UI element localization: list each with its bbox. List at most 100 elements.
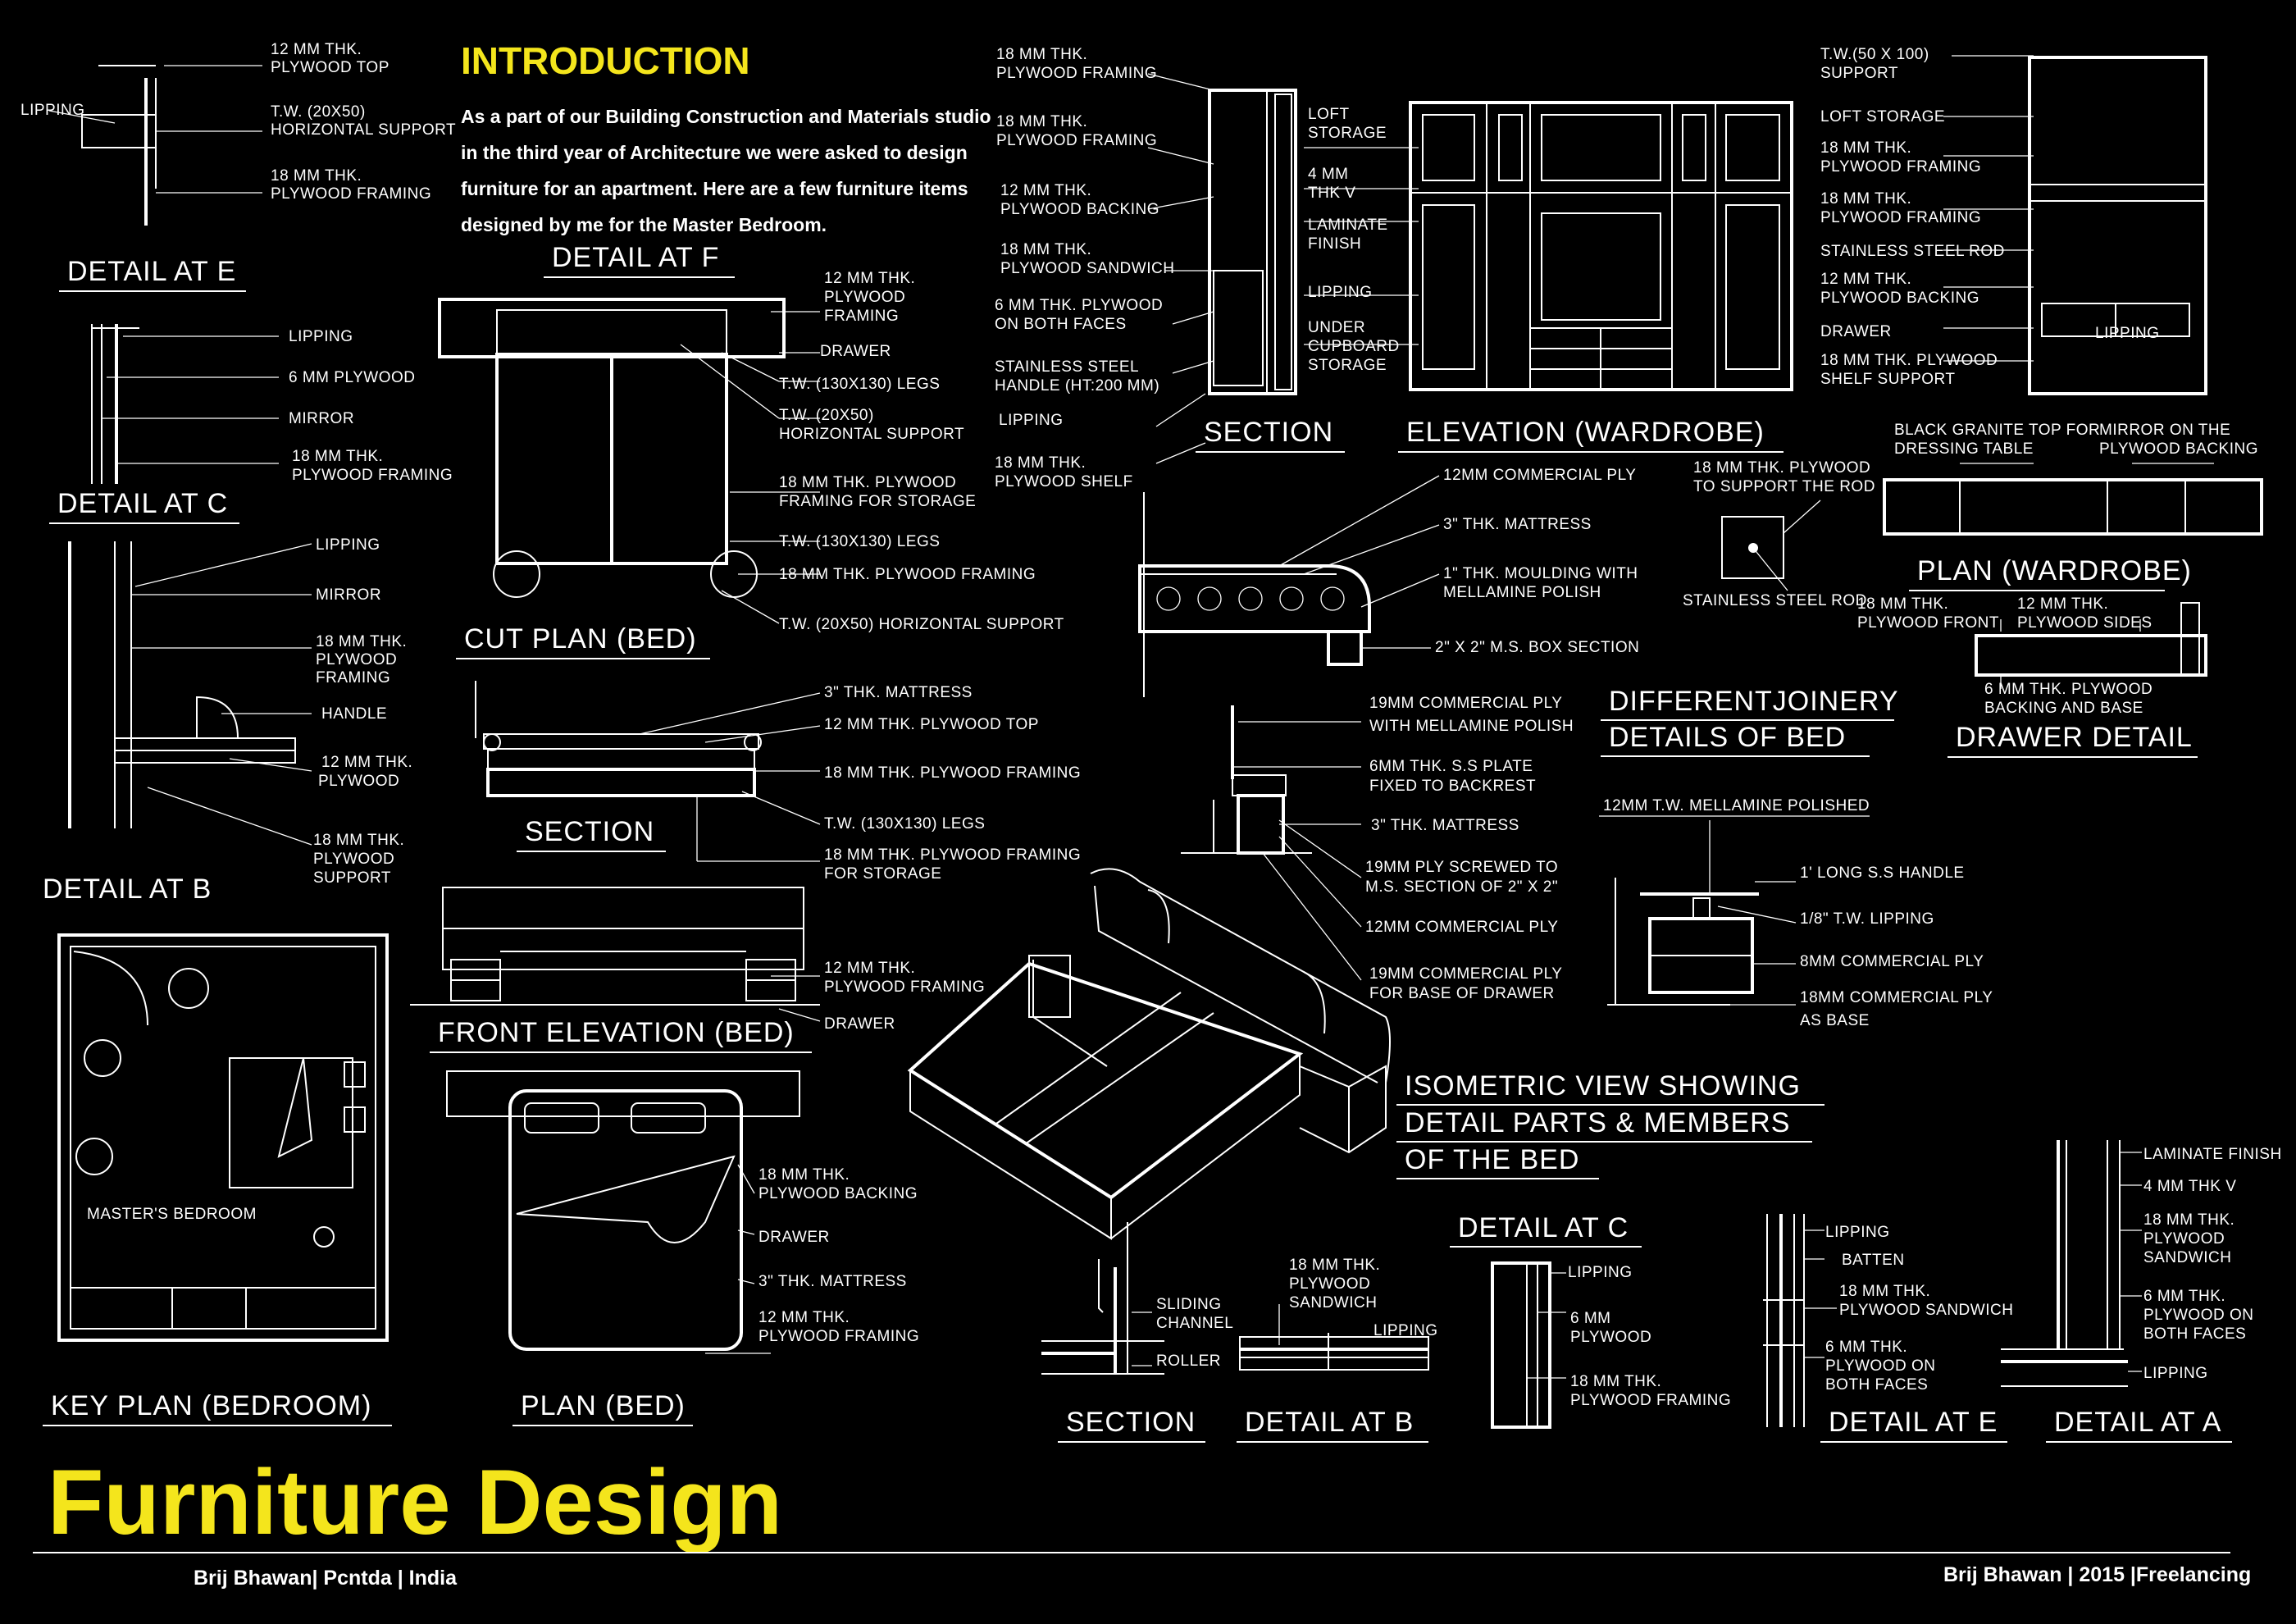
credit: Brij Bhawan | 2015 |Freelancing [1943, 1563, 2251, 1586]
label: STAINLESS STEEL ROD [1820, 243, 2005, 260]
wardrobe-plan: BLACK GRANITE TOP FOR DRESSING TABLE MIR… [1683, 422, 2263, 609]
label: LIPPING [1374, 1322, 1437, 1339]
drawing-title: FRONT ELEVATION (BED) [438, 1017, 795, 1048]
label: LOFT [1308, 106, 1350, 123]
label: SUPPORT [313, 869, 391, 887]
label: STORAGE [1308, 357, 1387, 374]
label: FOR BASE OF DRAWER [1369, 985, 1555, 1002]
label: BOTH FACES [1825, 1376, 1928, 1394]
label: LIPPING [1825, 1224, 1889, 1241]
label: 18 MM THK. [1000, 241, 1091, 258]
label: FRAMING [824, 308, 899, 325]
label: LIPPING [2143, 1365, 2207, 1382]
byline: Brij Bhawan| Pcntda | India [194, 1567, 458, 1590]
label: SHELF SUPPORT [1820, 371, 1956, 388]
intro-title: INTRODUCTION [461, 39, 750, 82]
label: 12 MM THK. [271, 41, 362, 58]
drawing-title: ELEVATION (WARDROBE) [1406, 417, 1765, 448]
label: 3" THK. MATTRESS [1443, 516, 1592, 533]
label: PLYWOOD FRAMING [996, 65, 1157, 82]
drawing-title: PLAN (BED) [521, 1390, 686, 1421]
label: 6 MM [1570, 1310, 1611, 1327]
label: WITH MELLAMINE POLISH [1369, 718, 1574, 735]
label: 3" THK. MATTRESS [758, 1273, 907, 1290]
drawing-title: DETAIL AT F [552, 242, 719, 273]
label: 4 MM [1308, 166, 1349, 183]
label: STORAGE [1308, 125, 1387, 142]
headline: Furniture Design [48, 1451, 782, 1553]
isometric-bed: ISOMETRIC VIEW SHOWING DETAIL PARTS & ME… [907, 868, 1824, 1313]
label: 1/8" T.W. LIPPING [1800, 910, 1934, 928]
label: 18 MM THK. [1820, 190, 1911, 208]
label: PLYWOOD [824, 289, 905, 306]
label: ROLLER [1156, 1353, 1221, 1370]
label: 12 MM THK. [2017, 595, 2108, 613]
label: PLYWOOD BACKING [1000, 201, 1159, 218]
wardrobe-section: 18 MM THK. PLYWOOD FRAMING 18 MM THK. PL… [995, 46, 1419, 490]
label: 18 MM THK. PLYWOOD FRAMING [779, 566, 1036, 583]
intro-line-3: furniture for an apartment. Here are a f… [461, 178, 968, 199]
label: HANDLE [321, 705, 387, 723]
label: 18 MM THK. [1820, 139, 1911, 157]
label: 12 MM THK. [1820, 271, 1911, 288]
label: PLYWOOD FRONT [1857, 614, 1999, 632]
label: UNDER [1308, 319, 1365, 336]
label: PLYWOOD FRAMING [824, 979, 985, 996]
drawer-detail: 18 MM THK. PLYWOOD FRONT 12 MM THK. PLYW… [1857, 595, 2207, 758]
drawing-title: DETAIL AT C [1458, 1212, 1629, 1243]
label: 6 MM THK. PLYWOOD [995, 297, 1163, 314]
label: 12 MM THK. PLYWOOD TOP [824, 716, 1039, 733]
label: SANDWICH [2143, 1249, 2231, 1266]
drawing-subtitle: DETAILS OF BED [1609, 722, 1846, 753]
label: BACKING AND BASE [1984, 700, 2143, 717]
label: 6 MM THK. [1825, 1339, 1907, 1356]
label: 12 MM THK. [321, 754, 412, 771]
label: 1' LONG S.S HANDLE [1800, 864, 1965, 882]
label: 3" THK. MATTRESS [1371, 817, 1519, 834]
label: 6 MM THK. [2143, 1288, 2225, 1305]
label: STAINLESS STEEL [995, 358, 1139, 376]
label: HANDLE (HT:200 MM) [995, 377, 1159, 395]
label: LIPPING [999, 412, 1063, 429]
label: PLYWOOD BACKING [758, 1185, 918, 1202]
label: 19MM PLY SCREWED TO [1365, 859, 1558, 876]
drawing-title: DETAIL AT B [43, 874, 212, 905]
label: T.W. (20X50) HORIZONTAL SUPPORT [779, 616, 1064, 633]
label: T.W. (130X130) LEGS [779, 533, 940, 550]
label: HORIZONTAL SUPPORT [779, 426, 964, 443]
label: LAMINATE FINISH [2143, 1146, 2282, 1163]
label: 8MM COMMERCIAL PLY [1800, 953, 1984, 970]
label: 18 MM THK. [995, 454, 1086, 472]
label: DRAWER [1820, 323, 1892, 340]
label: 18 MM THK. PLYWOOD [1693, 459, 1870, 477]
label: CHANNEL [1156, 1315, 1233, 1332]
label: PLYWOOD FRAMING [1820, 158, 1981, 176]
label: PLYWOOD BACKING [1820, 290, 1979, 307]
label: 18 MM THK. [996, 113, 1087, 130]
label: FIXED TO BACKREST [1369, 778, 1536, 795]
label: 18 MM THK. [316, 633, 407, 650]
label: MIRROR [289, 410, 354, 427]
wardrobe-elevation: ELEVATION (WARDROBE) [1398, 101, 1793, 453]
label: PLYWOOD SHELF [995, 473, 1133, 490]
label: T.W.(50 X 100) [1820, 46, 1929, 63]
label: 2" X 2" M.S. BOX SECTION [1435, 639, 1639, 656]
drawing-title-line: OF THE BED [1405, 1144, 1579, 1175]
drawing-title: KEY PLAN (BEDROOM) [51, 1390, 371, 1421]
label: DRAWER [824, 1015, 895, 1033]
drawing-title-line: ISOMETRIC VIEW SHOWING [1405, 1070, 1801, 1102]
label: 18 MM THK. [1857, 595, 1948, 613]
detail-c-bottom: DETAIL AT C LIPPING 6 MM PLYWOOD 18 MM T… [1450, 1212, 1731, 1429]
label: 18 MM THK. PLYWOOD FRAMING [824, 764, 1081, 782]
label: FOR STORAGE [824, 865, 941, 883]
label: 18 MM THK. PLYWOOD [1820, 352, 1998, 369]
detail-b-bottom: 18 MM THK. PLYWOOD SANDWICH LIPPING DETA… [1237, 1257, 1437, 1443]
label: 18 MM THK. [758, 1166, 850, 1184]
label: 1" THK. MOULDING WITH [1443, 565, 1638, 582]
drawing-title: SECTION [1066, 1407, 1196, 1438]
drawing-title: CUT PLAN (BED) [464, 623, 697, 655]
label: LIPPING [1308, 284, 1372, 301]
drawing-title: PLAN (WARDROBE) [1917, 555, 2192, 586]
label: MELLAMINE POLISH [1443, 584, 1601, 601]
label: 4 MM THK V [2143, 1178, 2236, 1195]
